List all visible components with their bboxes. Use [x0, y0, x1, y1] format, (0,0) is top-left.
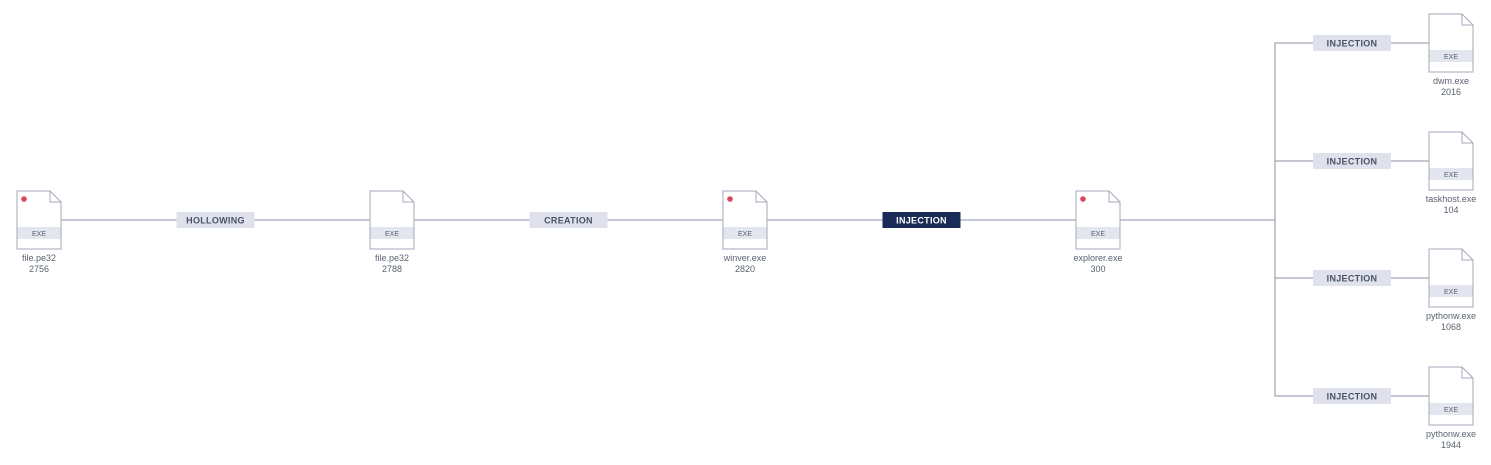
edge-label-background — [176, 212, 255, 228]
file-type-label: EXE — [1444, 172, 1458, 179]
edge-n4-n8 — [1120, 219, 1429, 397]
process-name: file.pe32 — [375, 253, 409, 263]
edge-label-background — [1313, 35, 1391, 51]
edges-layer — [61, 42, 1429, 397]
edge-label-text: HOLLOWING — [186, 215, 245, 225]
file-type-band — [1429, 403, 1473, 415]
file-fold — [1461, 367, 1473, 379]
edge-label-injection[interactable]: INJECTION — [1313, 153, 1391, 169]
edge-n4-n6 — [1120, 160, 1429, 221]
process-name: taskhost.exe — [1426, 194, 1477, 204]
file-body — [369, 190, 415, 250]
edge-label-background — [882, 212, 961, 228]
edge-label-injection[interactable]: INJECTION — [882, 212, 961, 228]
process-name: dwm.exe — [1433, 76, 1469, 86]
edge-label-background — [1313, 153, 1391, 169]
exe-file-icon: EXE — [1428, 131, 1474, 191]
nodes-layer: EXEfile.pe322756EXEfile.pe322788EXEwinve… — [16, 13, 1477, 450]
file-fold — [49, 191, 61, 203]
file-type-band — [723, 227, 767, 239]
process-pid: 2016 — [1441, 87, 1461, 97]
exe-file-icon: EXE — [16, 190, 62, 250]
edge-label-injection[interactable]: INJECTION — [1313, 270, 1391, 286]
file-type-label: EXE — [1444, 289, 1458, 296]
file-fold — [1461, 14, 1473, 26]
file-body — [1428, 366, 1474, 426]
process-pid: 1068 — [1441, 322, 1461, 332]
file-type-label: EXE — [32, 231, 46, 238]
edge-label-injection[interactable]: INJECTION — [1313, 388, 1391, 404]
file-type-band — [17, 227, 61, 239]
process-pid: 2756 — [29, 264, 49, 274]
file-type-label: EXE — [385, 231, 399, 238]
file-type-label: EXE — [1444, 54, 1458, 61]
file-type-band — [1429, 50, 1473, 62]
process-pid: 1944 — [1441, 440, 1461, 450]
edge-labels-layer: HOLLOWING CREATION INJECTION INJECTION INJEC… — [176, 35, 1391, 404]
file-fold — [1461, 132, 1473, 144]
file-fold — [402, 191, 414, 203]
file-type-band — [1429, 285, 1473, 297]
file-type-band — [1076, 227, 1120, 239]
edge-label-text: CREATION — [544, 215, 593, 225]
file-body — [1428, 131, 1474, 191]
file-type-label: EXE — [1091, 231, 1105, 238]
edge-label-background — [529, 212, 608, 228]
exe-file-icon: EXE — [1075, 190, 1121, 250]
process-name: pythonw.exe — [1426, 311, 1476, 321]
edge-label-text: INJECTION — [1327, 156, 1378, 166]
file-body — [1428, 248, 1474, 308]
process-pid: 300 — [1090, 264, 1105, 274]
process-name: winver.exe — [723, 253, 767, 263]
exe-file-icon: EXE — [722, 190, 768, 250]
edge-label-background — [1313, 270, 1391, 286]
file-fold — [755, 191, 767, 203]
process-pid: 2788 — [382, 264, 402, 274]
process-pid: 2820 — [735, 264, 755, 274]
alert-dot-icon — [1080, 196, 1086, 202]
edge-label-text: INJECTION — [1327, 391, 1378, 401]
process-name: file.pe32 — [22, 253, 56, 263]
process-name: explorer.exe — [1073, 253, 1122, 263]
edge-label-background — [1313, 388, 1391, 404]
file-type-label: EXE — [1444, 407, 1458, 414]
exe-file-icon: EXE — [369, 190, 415, 250]
file-fold — [1461, 249, 1473, 261]
process-pid: 104 — [1443, 205, 1458, 215]
alert-dot-icon — [21, 196, 27, 202]
file-type-band — [1429, 168, 1473, 180]
file-fold — [1108, 191, 1120, 203]
edge-label-creation[interactable]: CREATION — [529, 212, 608, 228]
alert-dot-icon — [727, 196, 733, 202]
process-name: pythonw.exe — [1426, 429, 1476, 439]
edge-label-text: INJECTION — [1327, 273, 1378, 283]
file-type-label: EXE — [738, 231, 752, 238]
file-body — [1428, 13, 1474, 73]
edge-label-hollowing[interactable]: HOLLOWING — [176, 212, 255, 228]
file-type-band — [370, 227, 414, 239]
edge-label-text: INJECTION — [896, 215, 947, 225]
exe-file-icon: EXE — [1428, 248, 1474, 308]
exe-file-icon: EXE — [1428, 13, 1474, 73]
exe-file-icon: EXE — [1428, 366, 1474, 426]
edge-label-injection[interactable]: INJECTION — [1313, 35, 1391, 51]
edge-label-text: INJECTION — [1327, 38, 1378, 48]
